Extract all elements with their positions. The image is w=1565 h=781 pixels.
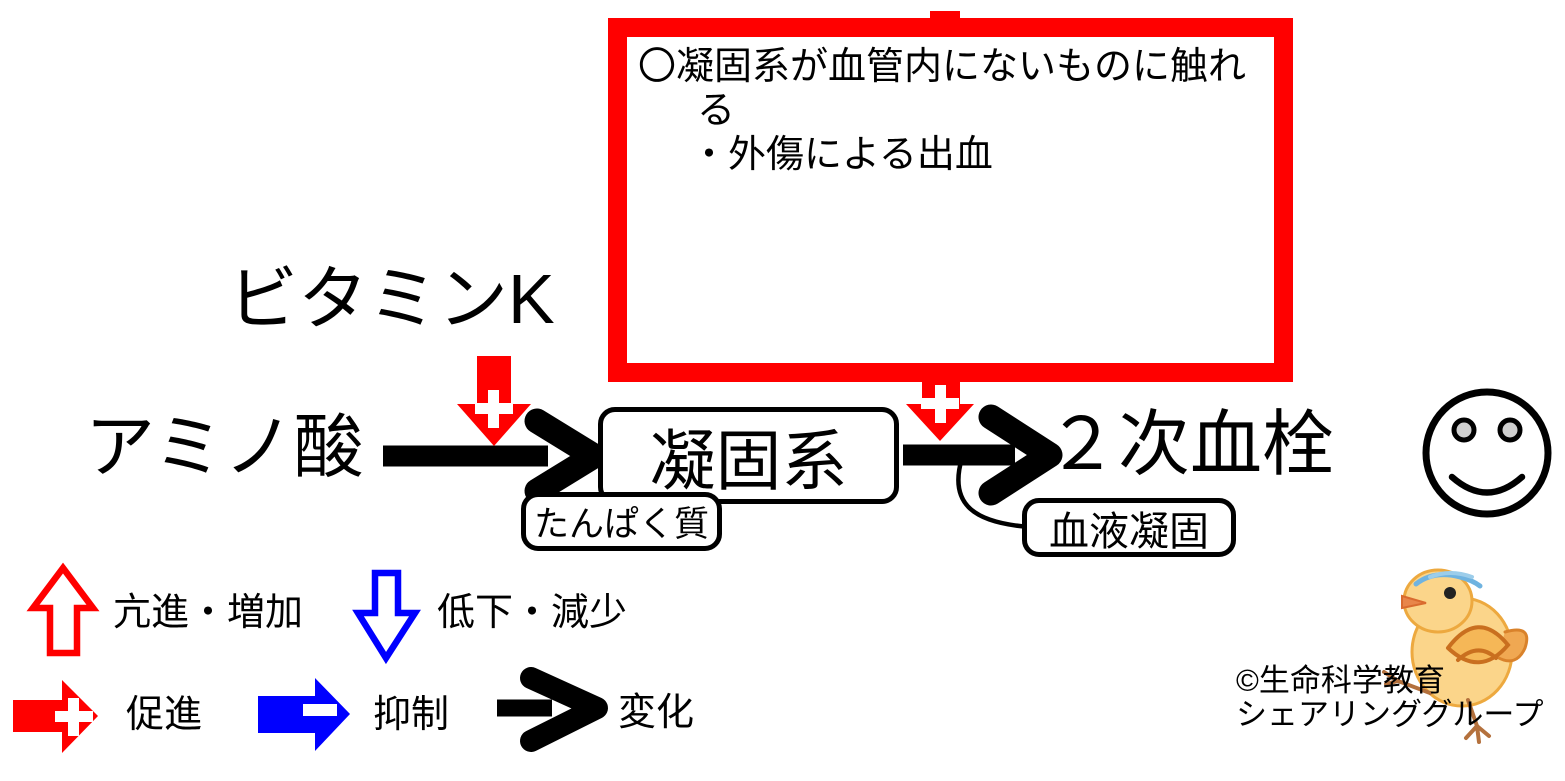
up-arrow-red-outline-icon	[26, 562, 100, 657]
smiley-face-icon	[1422, 388, 1552, 518]
amino-acid-label: アミノ酸	[85, 408, 364, 486]
credit-line-2: シェアリンググループ	[1236, 697, 1544, 732]
legend-label-change: 変化	[618, 692, 695, 734]
note-line: ・外傷による出血	[690, 134, 993, 176]
note-box: 〇凝固系が血管内にないものに触れ る ・外傷による出血	[608, 18, 1293, 382]
down-arrow-blue-outline-icon	[352, 569, 421, 665]
copyright-credit: ©生命科学教育 シェアリンググループ	[1236, 664, 1544, 732]
legend-label-inhibit: 抑制	[373, 694, 450, 736]
legend-label-increase: 亢進・増加	[113, 592, 304, 634]
blood-coagulation-tag-box: 血液凝固	[1022, 498, 1236, 557]
vitamin-k-label: ビタミンK	[228, 260, 555, 338]
note-line: る	[697, 90, 736, 132]
legend-label-promote: 促進	[126, 694, 203, 736]
curve-connector	[956, 457, 1031, 530]
change-arrow-1	[383, 408, 607, 504]
minus-icon	[303, 704, 337, 716]
coagulation-system-box: 凝固系	[598, 407, 899, 504]
credit-line-1: ©生命科学教育	[1236, 663, 1445, 698]
legend-label-decrease: 低下・減少	[437, 592, 628, 634]
plus-icon	[921, 385, 959, 423]
secondary-thrombus-label: ２次血栓	[1046, 405, 1335, 485]
plus-icon	[55, 698, 93, 736]
right-arrow-blue-minus-icon	[258, 678, 350, 751]
promote-arrow-vitamin-k	[457, 356, 531, 446]
right-arrow-red-plus-icon	[13, 680, 98, 753]
red-tab	[930, 11, 960, 20]
protein-tag-box: たんぱく質	[521, 492, 722, 551]
right-arrow-black-icon	[497, 667, 608, 752]
chick-drawing-icon	[1382, 568, 1529, 744]
change-arrow-2	[903, 404, 1063, 506]
plus-icon	[475, 390, 513, 428]
note-line: 〇凝固系が血管内にないものに触れ	[638, 46, 1247, 88]
promote-arrow-note	[906, 372, 974, 441]
